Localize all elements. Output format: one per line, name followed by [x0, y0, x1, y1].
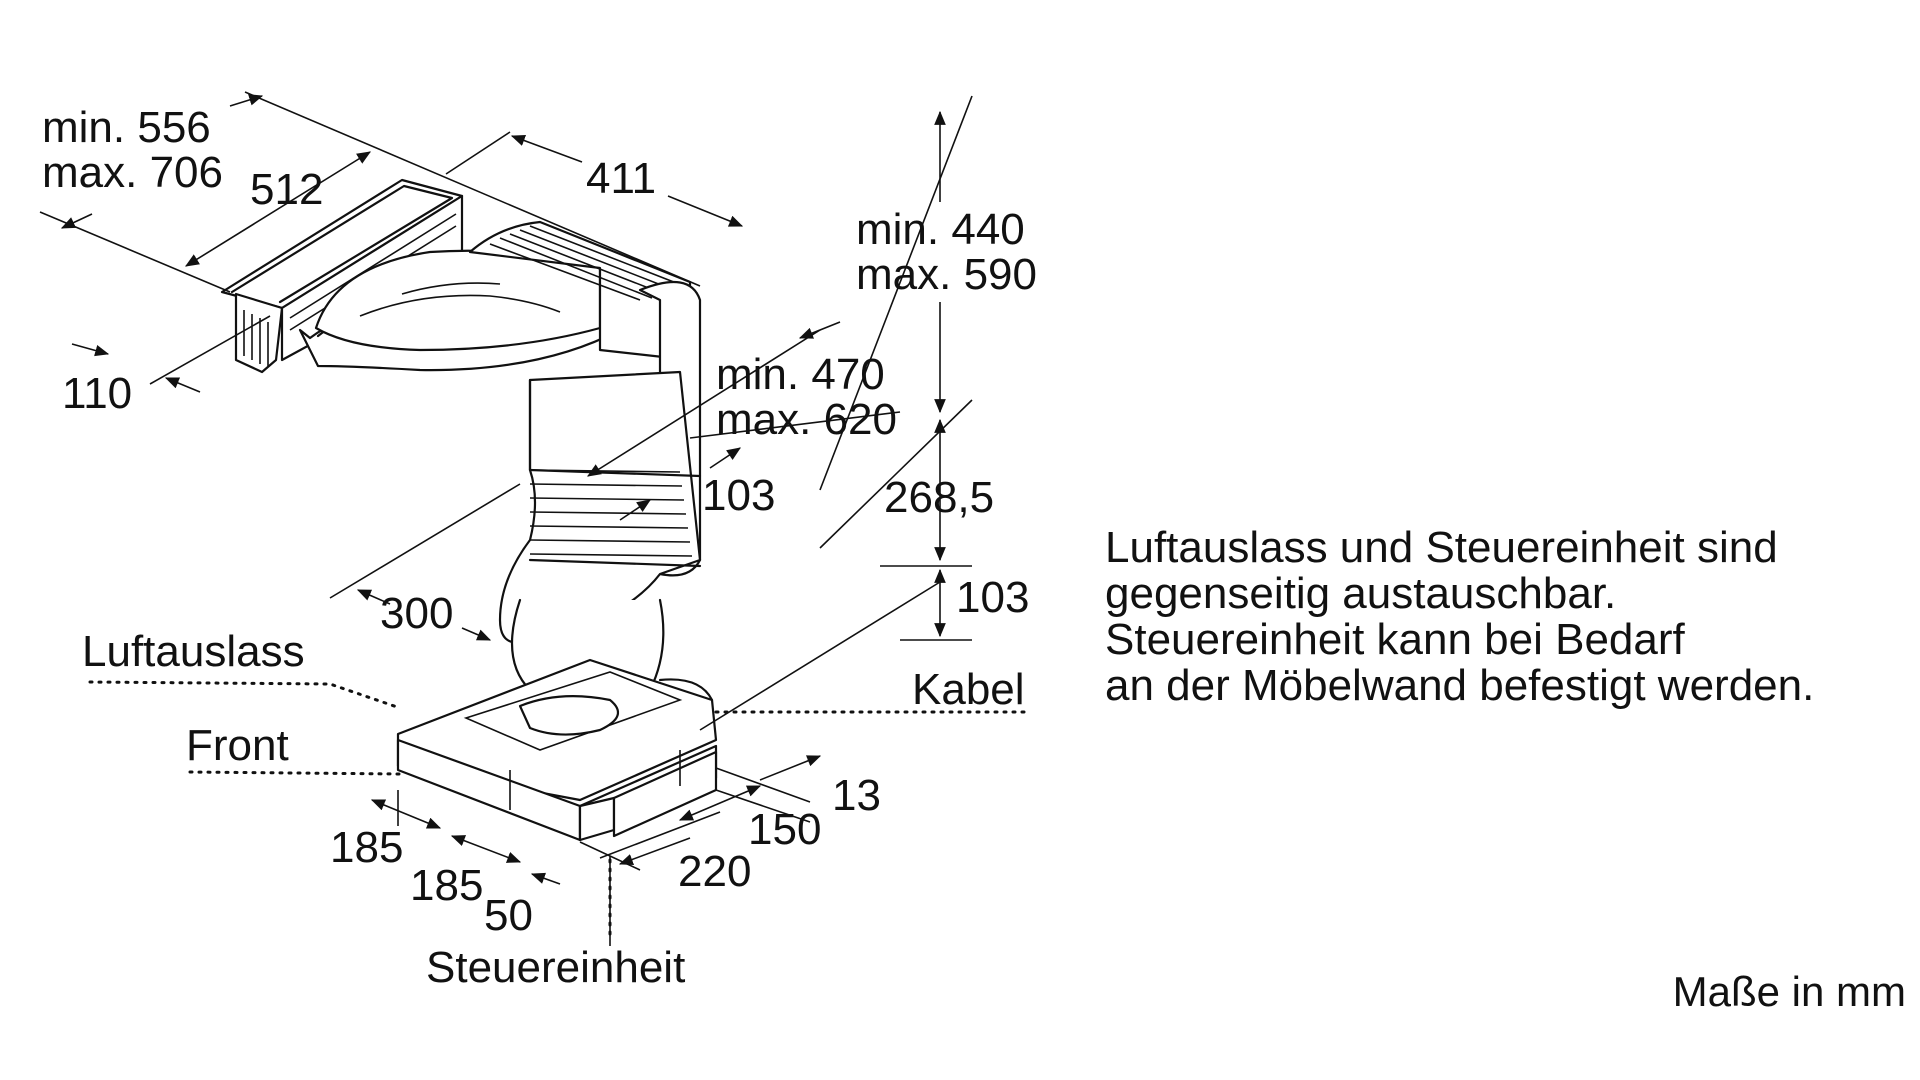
dimension-labels: min. 556 max. 706 512 411 min. 440 max. …: [42, 103, 1037, 940]
note-line: Steuereinheit kann bei Bedarf: [1105, 615, 1685, 664]
dim-110: 110: [62, 369, 132, 418]
dimension-lines: [39, 91, 1032, 946]
duct-system: [298, 220, 702, 707]
dim-411: 411: [586, 154, 656, 203]
dim-103-upper: 103: [702, 471, 775, 520]
dim-512: 512: [250, 165, 323, 214]
dim-min-470: min. 470: [716, 350, 885, 399]
note-line: an der Möbelwand befestigt werden.: [1105, 661, 1815, 710]
label-kabel: Kabel: [912, 665, 1025, 714]
dim-max-590: max. 590: [856, 250, 1037, 299]
dim-max-706: max. 706: [42, 148, 223, 197]
base-plenum: [396, 658, 718, 842]
dim-150: 150: [748, 805, 821, 854]
label-luftauslass: Luftauslass: [82, 627, 305, 676]
dim-min-556: min. 556: [42, 103, 211, 152]
dim-min-440: min. 440: [856, 205, 1025, 254]
dim-185-a: 185: [330, 823, 403, 872]
dim-300: 300: [380, 589, 453, 638]
label-steuereinheit: Steuereinheit: [426, 943, 685, 992]
label-front: Front: [186, 721, 289, 770]
dim-50: 50: [484, 891, 533, 940]
note-line: Luftauslass und Steuereinheit sind: [1105, 523, 1778, 572]
dim-13: 13: [832, 771, 881, 820]
part-labels: Luftauslass Kabel Front Steuereinheit: [82, 627, 1025, 992]
dim-185-b: 185: [410, 861, 483, 910]
dim-220: 220: [678, 847, 751, 896]
note-line: gegenseitig austauschbar.: [1105, 569, 1617, 618]
units-caption: Maße in mm: [1672, 968, 1906, 1015]
dim-103-right: 103: [956, 573, 1029, 622]
installation-note: Luftauslass und Steuereinheit sind gegen…: [1105, 525, 1865, 709]
dim-max-620: max. 620: [716, 395, 897, 444]
dim-268-5: 268,5: [884, 473, 994, 522]
